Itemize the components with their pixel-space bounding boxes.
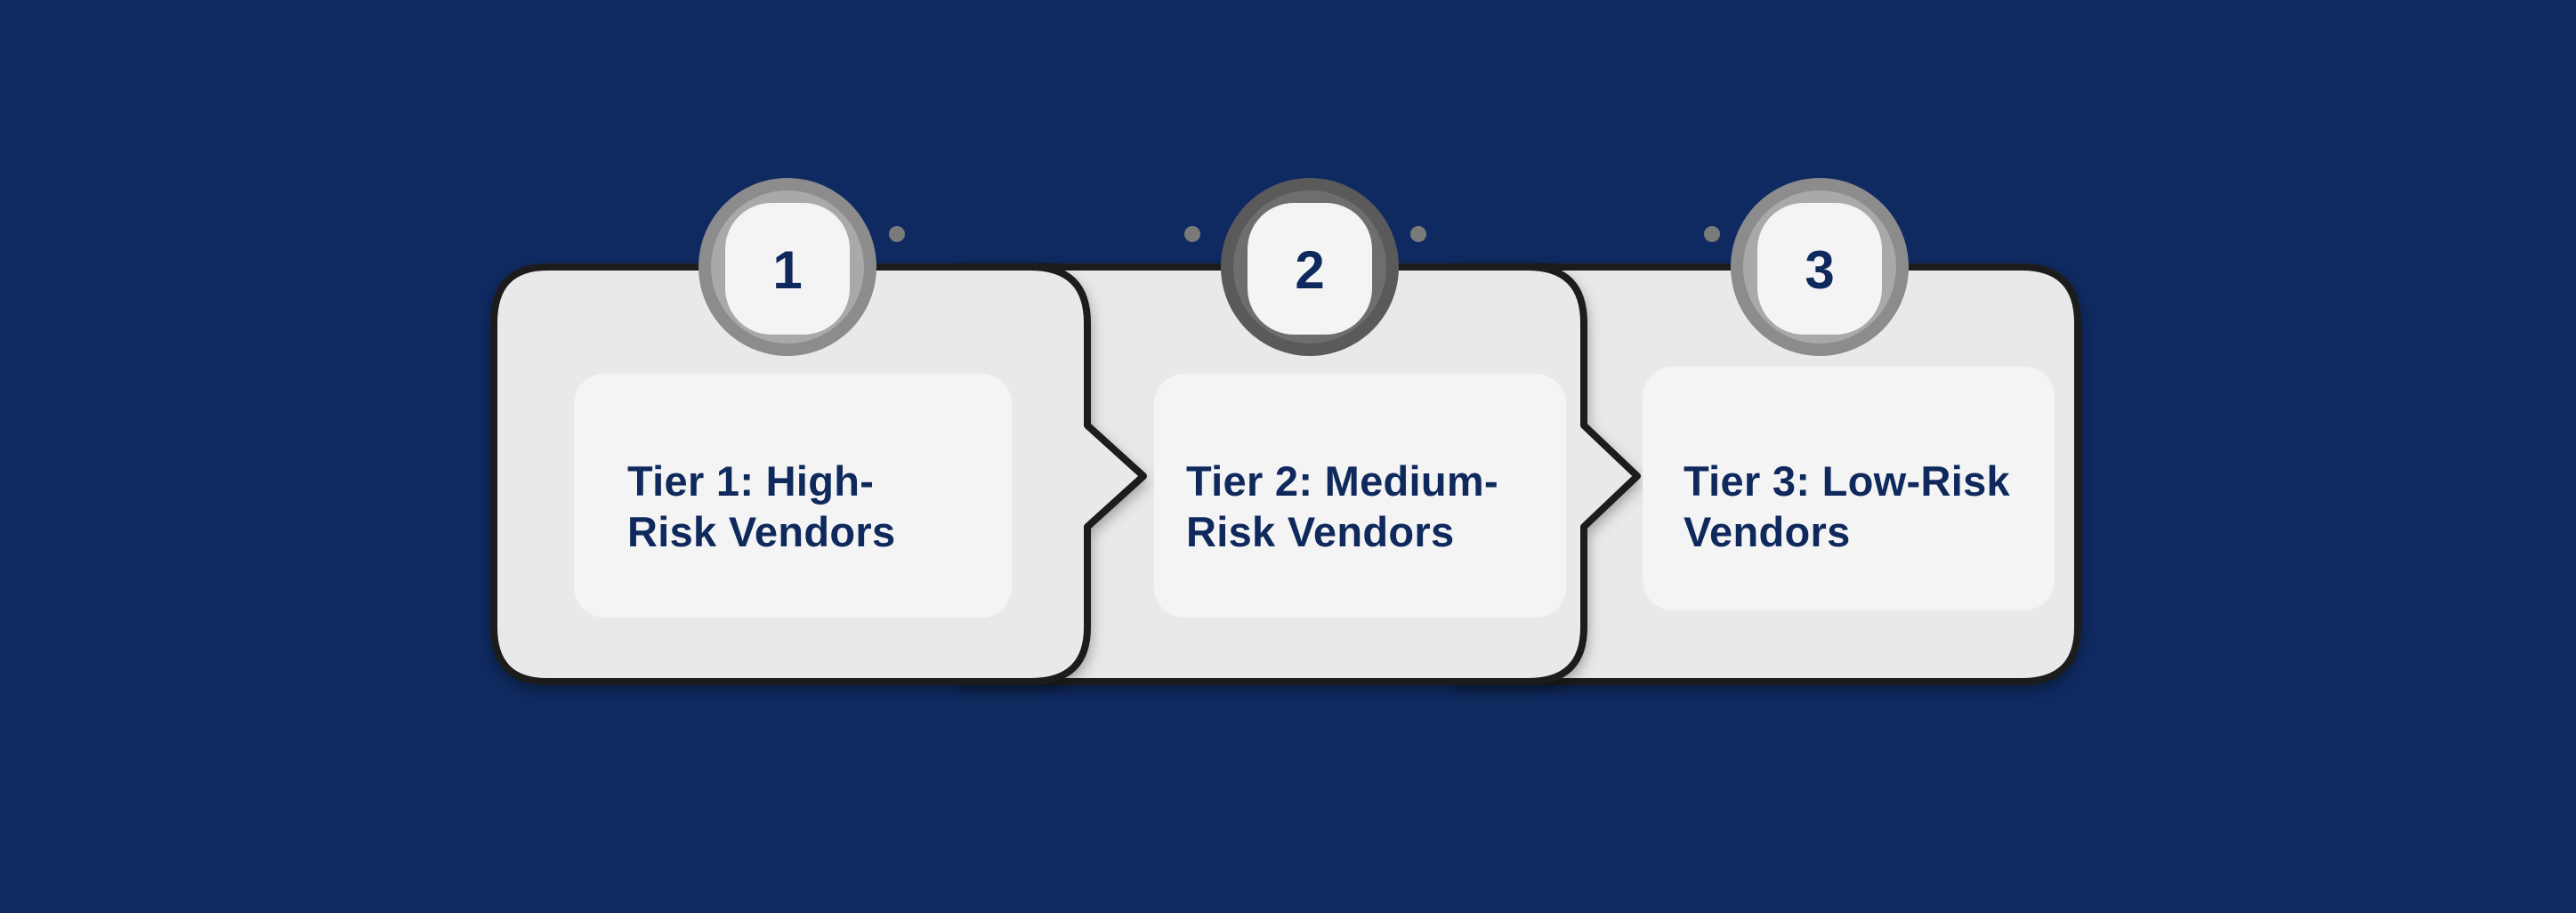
tier-1-label-panel [574, 374, 1012, 618]
step-2-number: 2 [1295, 239, 1325, 300]
tier-3-label-panel [1643, 367, 2055, 610]
tier-2-label-panel [1154, 374, 1566, 618]
tier-2-label-line-1: Tier 2: Medium- [1186, 457, 1498, 505]
tier-3-label-line-2: Vendors [1684, 508, 1851, 555]
tier-3-label-line-1: Tier 3: Low-Risk [1684, 457, 2010, 505]
connector-1-2 [889, 226, 1200, 242]
step-1-badge [699, 178, 876, 356]
step-3-number: 3 [1805, 239, 1835, 300]
connector-2-3 [1410, 226, 1720, 242]
tier-1-label: Tier 1: High- Risk Vendors [627, 456, 895, 557]
tier-3-label: Tier 3: Low-Risk Vendors [1684, 456, 2010, 557]
step-1-number: 1 [772, 239, 803, 300]
tier-1-label-line-1: Tier 1: High- [627, 457, 875, 505]
step-3-badge [1731, 178, 1909, 356]
tier-2-label: Tier 2: Medium- Risk Vendors [1186, 456, 1498, 557]
tier-1-label-line-2: Risk Vendors [627, 508, 896, 555]
step-2-badge [1221, 178, 1399, 356]
tier-2-label-line-2: Risk Vendors [1186, 508, 1455, 555]
